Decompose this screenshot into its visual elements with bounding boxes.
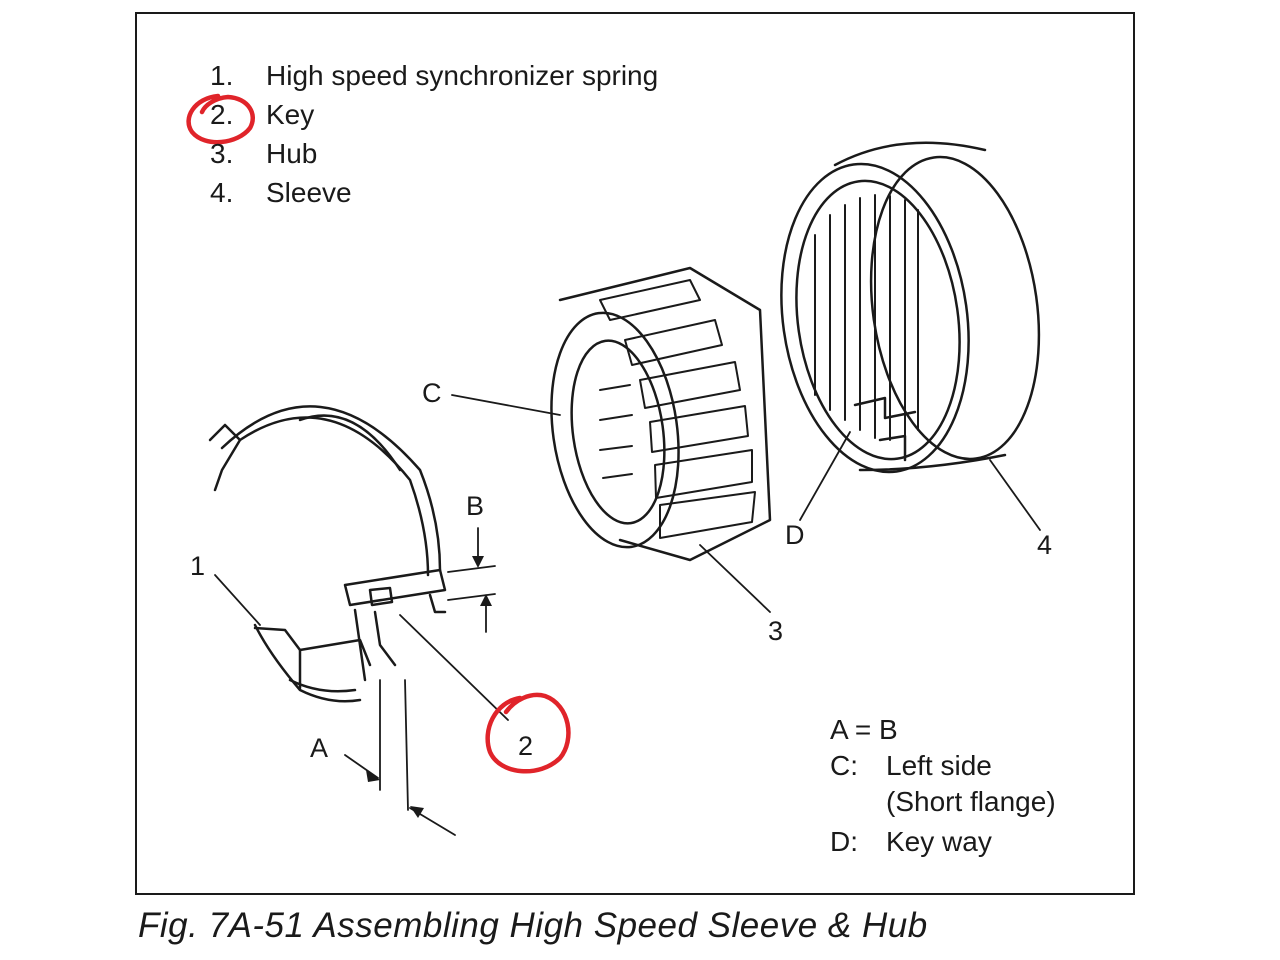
sleeve-drawing bbox=[780, 141, 1041, 474]
note-c-line1: Left side bbox=[886, 750, 992, 781]
legend-item: 3. Hub bbox=[210, 134, 658, 173]
legend-number: 2. bbox=[210, 99, 234, 130]
legend-item: 4. Sleeve bbox=[210, 173, 658, 212]
note-c-key: C: bbox=[830, 750, 858, 781]
callout-d: D bbox=[785, 520, 805, 550]
parts-legend: 1. High speed synchronizer spring 2. Key 3… bbox=[210, 56, 658, 212]
note-c-line2: (Short flange) bbox=[886, 786, 1056, 817]
arrowheads bbox=[366, 556, 492, 818]
figure-frame bbox=[135, 12, 1135, 895]
note-c: C: Left side bbox=[830, 748, 1056, 784]
legend-item: 2. Key bbox=[210, 95, 658, 134]
highlight-marks bbox=[186, 93, 571, 774]
legend-number: 3. bbox=[210, 138, 234, 169]
figure-caption: Fig. 7A-51 Assembling High Speed Sleeve … bbox=[138, 906, 928, 945]
hub-drawing bbox=[550, 266, 772, 562]
callout-3: 3 bbox=[768, 616, 784, 646]
legend-item: 1. High speed synchronizer spring bbox=[210, 56, 658, 95]
note-d: D: Key way bbox=[830, 824, 1056, 860]
callout-a: A bbox=[310, 733, 329, 763]
legend-text: Sleeve bbox=[266, 177, 352, 208]
highlight-circle-legend bbox=[186, 93, 255, 145]
callout-2: 2 bbox=[518, 731, 534, 761]
note-equality: A = B bbox=[830, 712, 1056, 748]
note-eq-text: A = B bbox=[830, 714, 898, 745]
legend-text: High speed synchronizer spring bbox=[266, 60, 659, 91]
leader-lines bbox=[214, 394, 1041, 836]
legend-text: Key bbox=[266, 99, 315, 130]
legend-number: 1. bbox=[210, 60, 234, 91]
callout-4: 4 bbox=[1037, 530, 1053, 560]
notes-block: A = B C: Left side (Short flange) D: Key w… bbox=[830, 712, 1056, 860]
spring-key-drawing bbox=[208, 405, 447, 703]
note-d-key: D: bbox=[830, 826, 858, 857]
legend-number: 4. bbox=[210, 177, 234, 208]
callout-b: B bbox=[466, 491, 485, 521]
callout-c: C bbox=[422, 378, 442, 408]
callout-1: 1 bbox=[190, 551, 206, 581]
note-c-cont: (Short flange) bbox=[830, 784, 1056, 820]
note-d-text: Key way bbox=[886, 826, 992, 857]
highlight-circle-callout bbox=[485, 692, 571, 774]
legend-text: Hub bbox=[266, 138, 318, 169]
